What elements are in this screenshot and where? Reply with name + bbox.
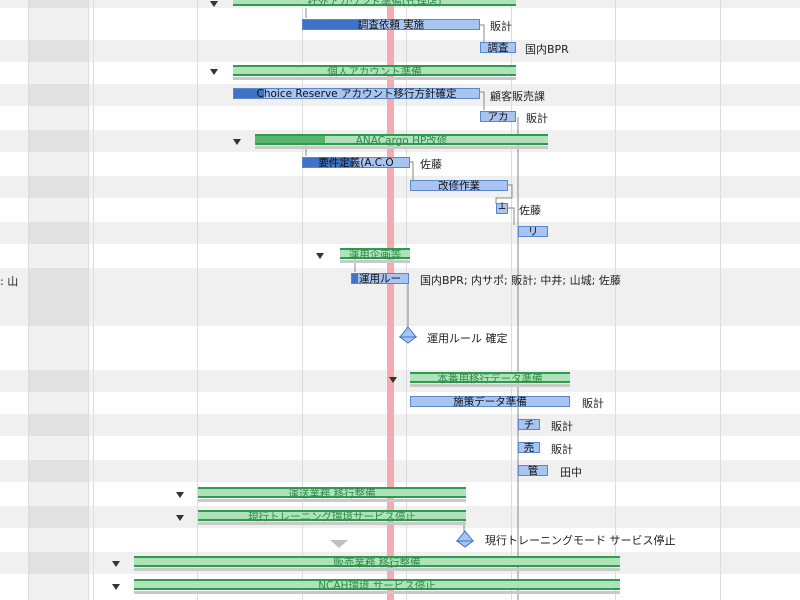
summary-bar[interactable]: 販売業務 移行整備 xyxy=(134,556,620,569)
task-label: アカ xyxy=(487,111,509,123)
task-label: 現行トレーニング環境サービス停止 xyxy=(248,511,416,523)
summary-bar[interactable]: ANACargo HP改修 xyxy=(255,134,548,147)
row-stripe xyxy=(0,460,800,482)
grid-line xyxy=(406,0,407,600)
task-label: 本番用移行データ準備 xyxy=(437,373,543,385)
summary-bar[interactable]: 個人アカウント準備 xyxy=(233,65,516,78)
task-bar[interactable]: 改修作業 xyxy=(410,180,508,192)
task-label: 社外アカウント準備(代理店) xyxy=(307,0,442,8)
task-label: ANACargo HP改修 xyxy=(355,135,448,147)
grid-line xyxy=(93,0,94,600)
task-bar[interactable]: 要件定義(A.C.O xyxy=(302,157,410,169)
task-bar[interactable]: 売 xyxy=(518,442,540,454)
collapse-toggle-icon[interactable] xyxy=(210,1,218,7)
grid-line xyxy=(197,0,198,600)
grid-line xyxy=(615,0,616,600)
summary-bar[interactable]: 社外アカウント準備(代理店) xyxy=(233,0,516,8)
resource-label: 販計 xyxy=(551,420,573,433)
resource-label: 販計 xyxy=(551,443,573,456)
collapse-toggle-icon[interactable] xyxy=(176,492,184,498)
task-label: 個人アカウント準備 xyxy=(327,66,422,78)
task-bar[interactable]: 調査依頼 実施 xyxy=(302,19,480,31)
resource-label: 顧客販売課 xyxy=(490,90,545,103)
grid-line xyxy=(88,0,89,600)
resource-label: 田中 xyxy=(560,466,582,479)
row-stripe xyxy=(0,176,800,198)
summary-bar[interactable]: 運送業務 移行整備 xyxy=(198,487,466,500)
task-label: 改修作業 xyxy=(438,180,480,192)
summary-bar[interactable]: NCAH環境 サービス停止 xyxy=(134,579,620,592)
collapse-toggle-icon[interactable] xyxy=(389,377,397,383)
task-bar[interactable]: 管 xyxy=(518,465,548,477)
collapse-toggle-icon[interactable] xyxy=(112,561,120,567)
task-label: 販売業務 移行整備 xyxy=(333,557,421,569)
left-edge-label: : 山 xyxy=(0,275,19,288)
collapse-toggle-icon[interactable] xyxy=(210,69,218,75)
task-label: 売 xyxy=(523,442,535,454)
task-label: Choice Reserve アカウント移行方針確定 xyxy=(256,88,457,100)
row-stripe xyxy=(0,370,800,392)
collapse-toggle-icon[interactable] xyxy=(176,515,184,521)
baseline-bar xyxy=(134,568,620,571)
task-label: リ xyxy=(527,226,539,238)
collapse-toggle-icon[interactable] xyxy=(316,253,324,259)
resource-label: 販計 xyxy=(582,397,604,410)
task-label: 調査依頼 実施 xyxy=(357,19,425,31)
milestone-label: 運用ルール 確定 xyxy=(427,332,508,345)
task-bar[interactable]: 運用ルー xyxy=(351,273,409,285)
task-bar[interactable]: リ xyxy=(518,226,548,238)
task-label: 運送業務 移行整備 xyxy=(288,488,376,500)
task-bar[interactable]: 施策データ準備 xyxy=(410,396,570,408)
task-label: チ xyxy=(523,419,535,431)
summary-bar[interactable]: 本番用移行データ準備 xyxy=(410,372,570,385)
grid-line xyxy=(720,0,721,600)
collapsed-marker-icon xyxy=(330,540,348,548)
task-bar[interactable]: アカ xyxy=(480,111,516,123)
resource-label: 販計 xyxy=(526,112,548,125)
baseline-bar xyxy=(340,260,410,263)
today-marker xyxy=(387,0,394,600)
baseline-bar xyxy=(198,522,466,525)
task-label: 運用企画等 xyxy=(348,249,402,261)
task-label: NCAH環境 サービス停止 xyxy=(318,580,436,592)
row-stripe xyxy=(0,222,800,244)
task-bar[interactable]: 調査 xyxy=(480,42,516,54)
weekend-column xyxy=(28,0,88,600)
grid-line xyxy=(28,0,29,600)
milestone-label: 現行トレーニングモード サービス停止 xyxy=(485,534,676,547)
task-label: 管 xyxy=(527,465,539,477)
resource-label: 販計 xyxy=(490,20,512,33)
collapse-toggle-icon[interactable] xyxy=(112,584,120,590)
baseline-bar xyxy=(198,499,466,502)
task-bar[interactable]: ┴ xyxy=(496,203,508,215)
task-bar[interactable]: Choice Reserve アカウント移行方針確定 xyxy=(233,88,480,100)
grid-line xyxy=(302,0,303,600)
resource-label: 国内BPR xyxy=(525,43,569,56)
grid-line xyxy=(511,0,512,600)
task-bar[interactable]: チ xyxy=(518,419,540,431)
task-label: 調査 xyxy=(487,42,509,54)
row-stripe xyxy=(0,414,800,436)
task-label: 施策データ準備 xyxy=(453,396,527,408)
milestone-icon[interactable] xyxy=(455,530,475,548)
resource-label: 佐藤 xyxy=(519,204,541,217)
milestone-icon[interactable] xyxy=(398,326,418,344)
row-stripe xyxy=(0,40,800,62)
summary-bar[interactable]: 運用企画等 xyxy=(340,248,410,261)
summary-bar[interactable]: 現行トレーニング環境サービス停止 xyxy=(198,510,466,523)
resource-label: 国内BPR; 内サポ; 販計; 中井; 山城; 佐藤 xyxy=(420,274,621,287)
baseline-bar xyxy=(255,146,548,149)
baseline-bar xyxy=(410,384,570,387)
baseline-bar xyxy=(233,77,516,80)
task-label: ┴ xyxy=(498,203,506,215)
resource-label: 佐藤 xyxy=(420,158,442,171)
task-label: 要件定義(A.C.O xyxy=(318,157,394,169)
collapse-toggle-icon[interactable] xyxy=(233,139,241,145)
baseline-bar xyxy=(134,591,620,594)
task-label: 運用ルー xyxy=(359,273,401,285)
